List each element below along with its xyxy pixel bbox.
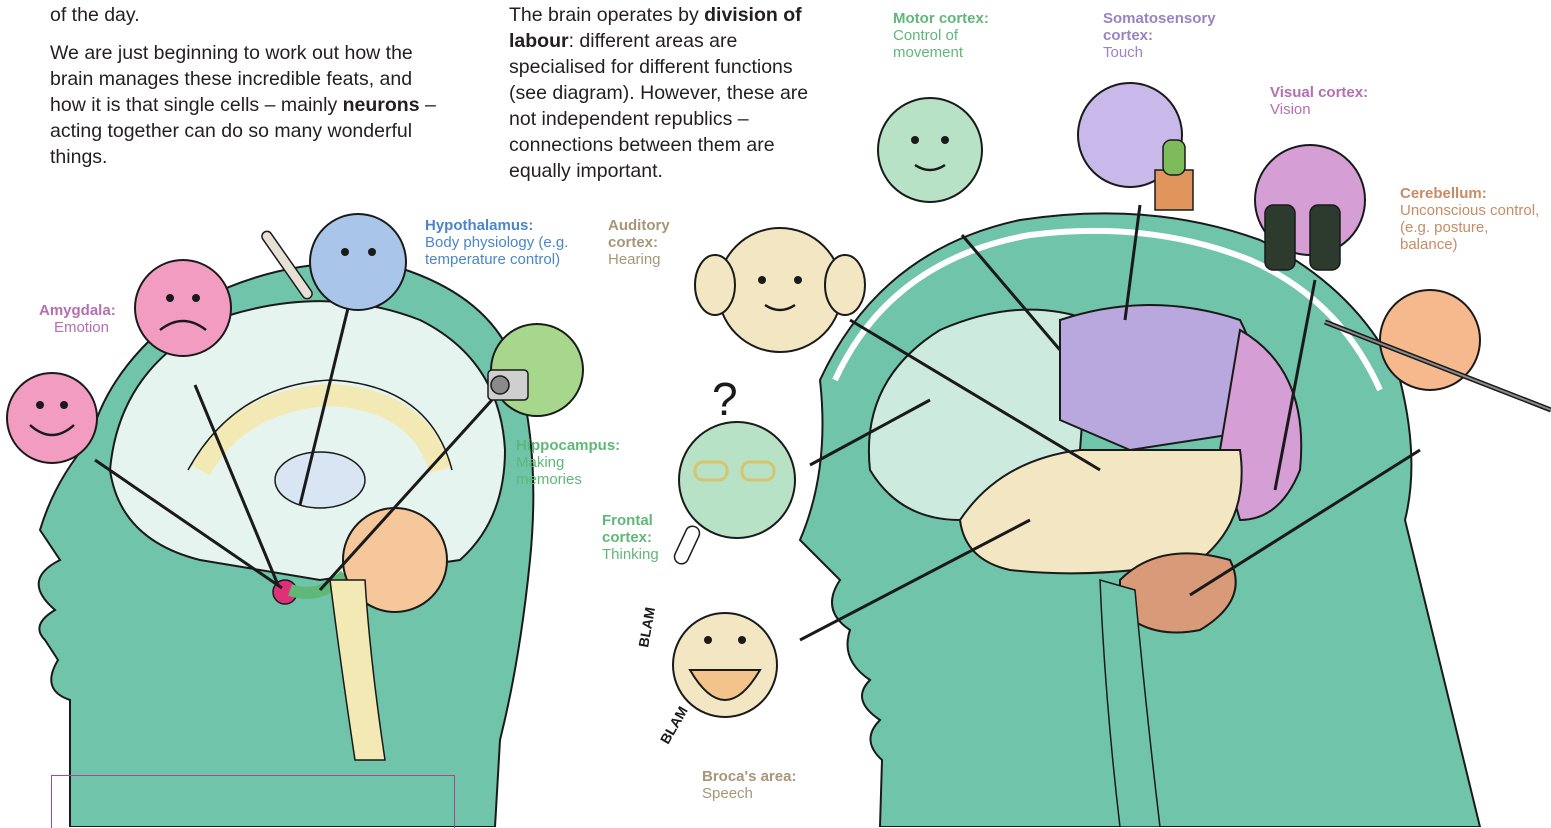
sad-brain-character <box>135 260 231 356</box>
label-amygdala: Amygdala: Emotion <box>39 302 109 336</box>
blam-word-2: BLAM <box>657 703 691 746</box>
visual-character <box>1255 145 1365 270</box>
amygdala-character <box>7 373 97 463</box>
callout-box-border <box>51 775 455 828</box>
svg-text:?: ? <box>712 373 738 425</box>
left-thalamus <box>275 452 365 508</box>
label-hippocampus: Hippocampus: Making memories <box>516 437 626 488</box>
neurons-term: neurons <box>343 94 420 116</box>
auditory-character <box>695 228 865 352</box>
intro-text-mid: The brain operates by division of labour… <box>509 2 824 184</box>
broca-character <box>673 613 777 717</box>
label-auditory: Auditory cortex: Hearing <box>608 217 688 268</box>
frontal-character: ? <box>672 373 795 566</box>
motor-character <box>878 98 982 202</box>
blam-word-1: BLAM <box>635 606 658 649</box>
intro-para-2: We are just beginning to work out how th… <box>50 40 450 170</box>
label-hypothalamus: Hypothalamus: Body physiology (e.g. temp… <box>425 217 575 268</box>
label-broca: Broca's area: Speech <box>702 768 842 802</box>
label-frontal: Frontal cortex: Thinking <box>602 512 672 563</box>
label-cerebellum: Cerebellum: Unconscious control, (e.g. p… <box>1400 185 1550 253</box>
label-somato: Somatosensory cortex: Touch <box>1103 10 1263 61</box>
somato-character <box>1078 83 1193 210</box>
intro-line-1: of the day. <box>50 2 450 28</box>
intro-text-left: of the day. We are just beginning to wor… <box>50 2 450 170</box>
label-visual: Visual cortex: Vision <box>1270 84 1400 118</box>
label-motor: Motor cortex: Control of movement <box>893 10 1023 61</box>
